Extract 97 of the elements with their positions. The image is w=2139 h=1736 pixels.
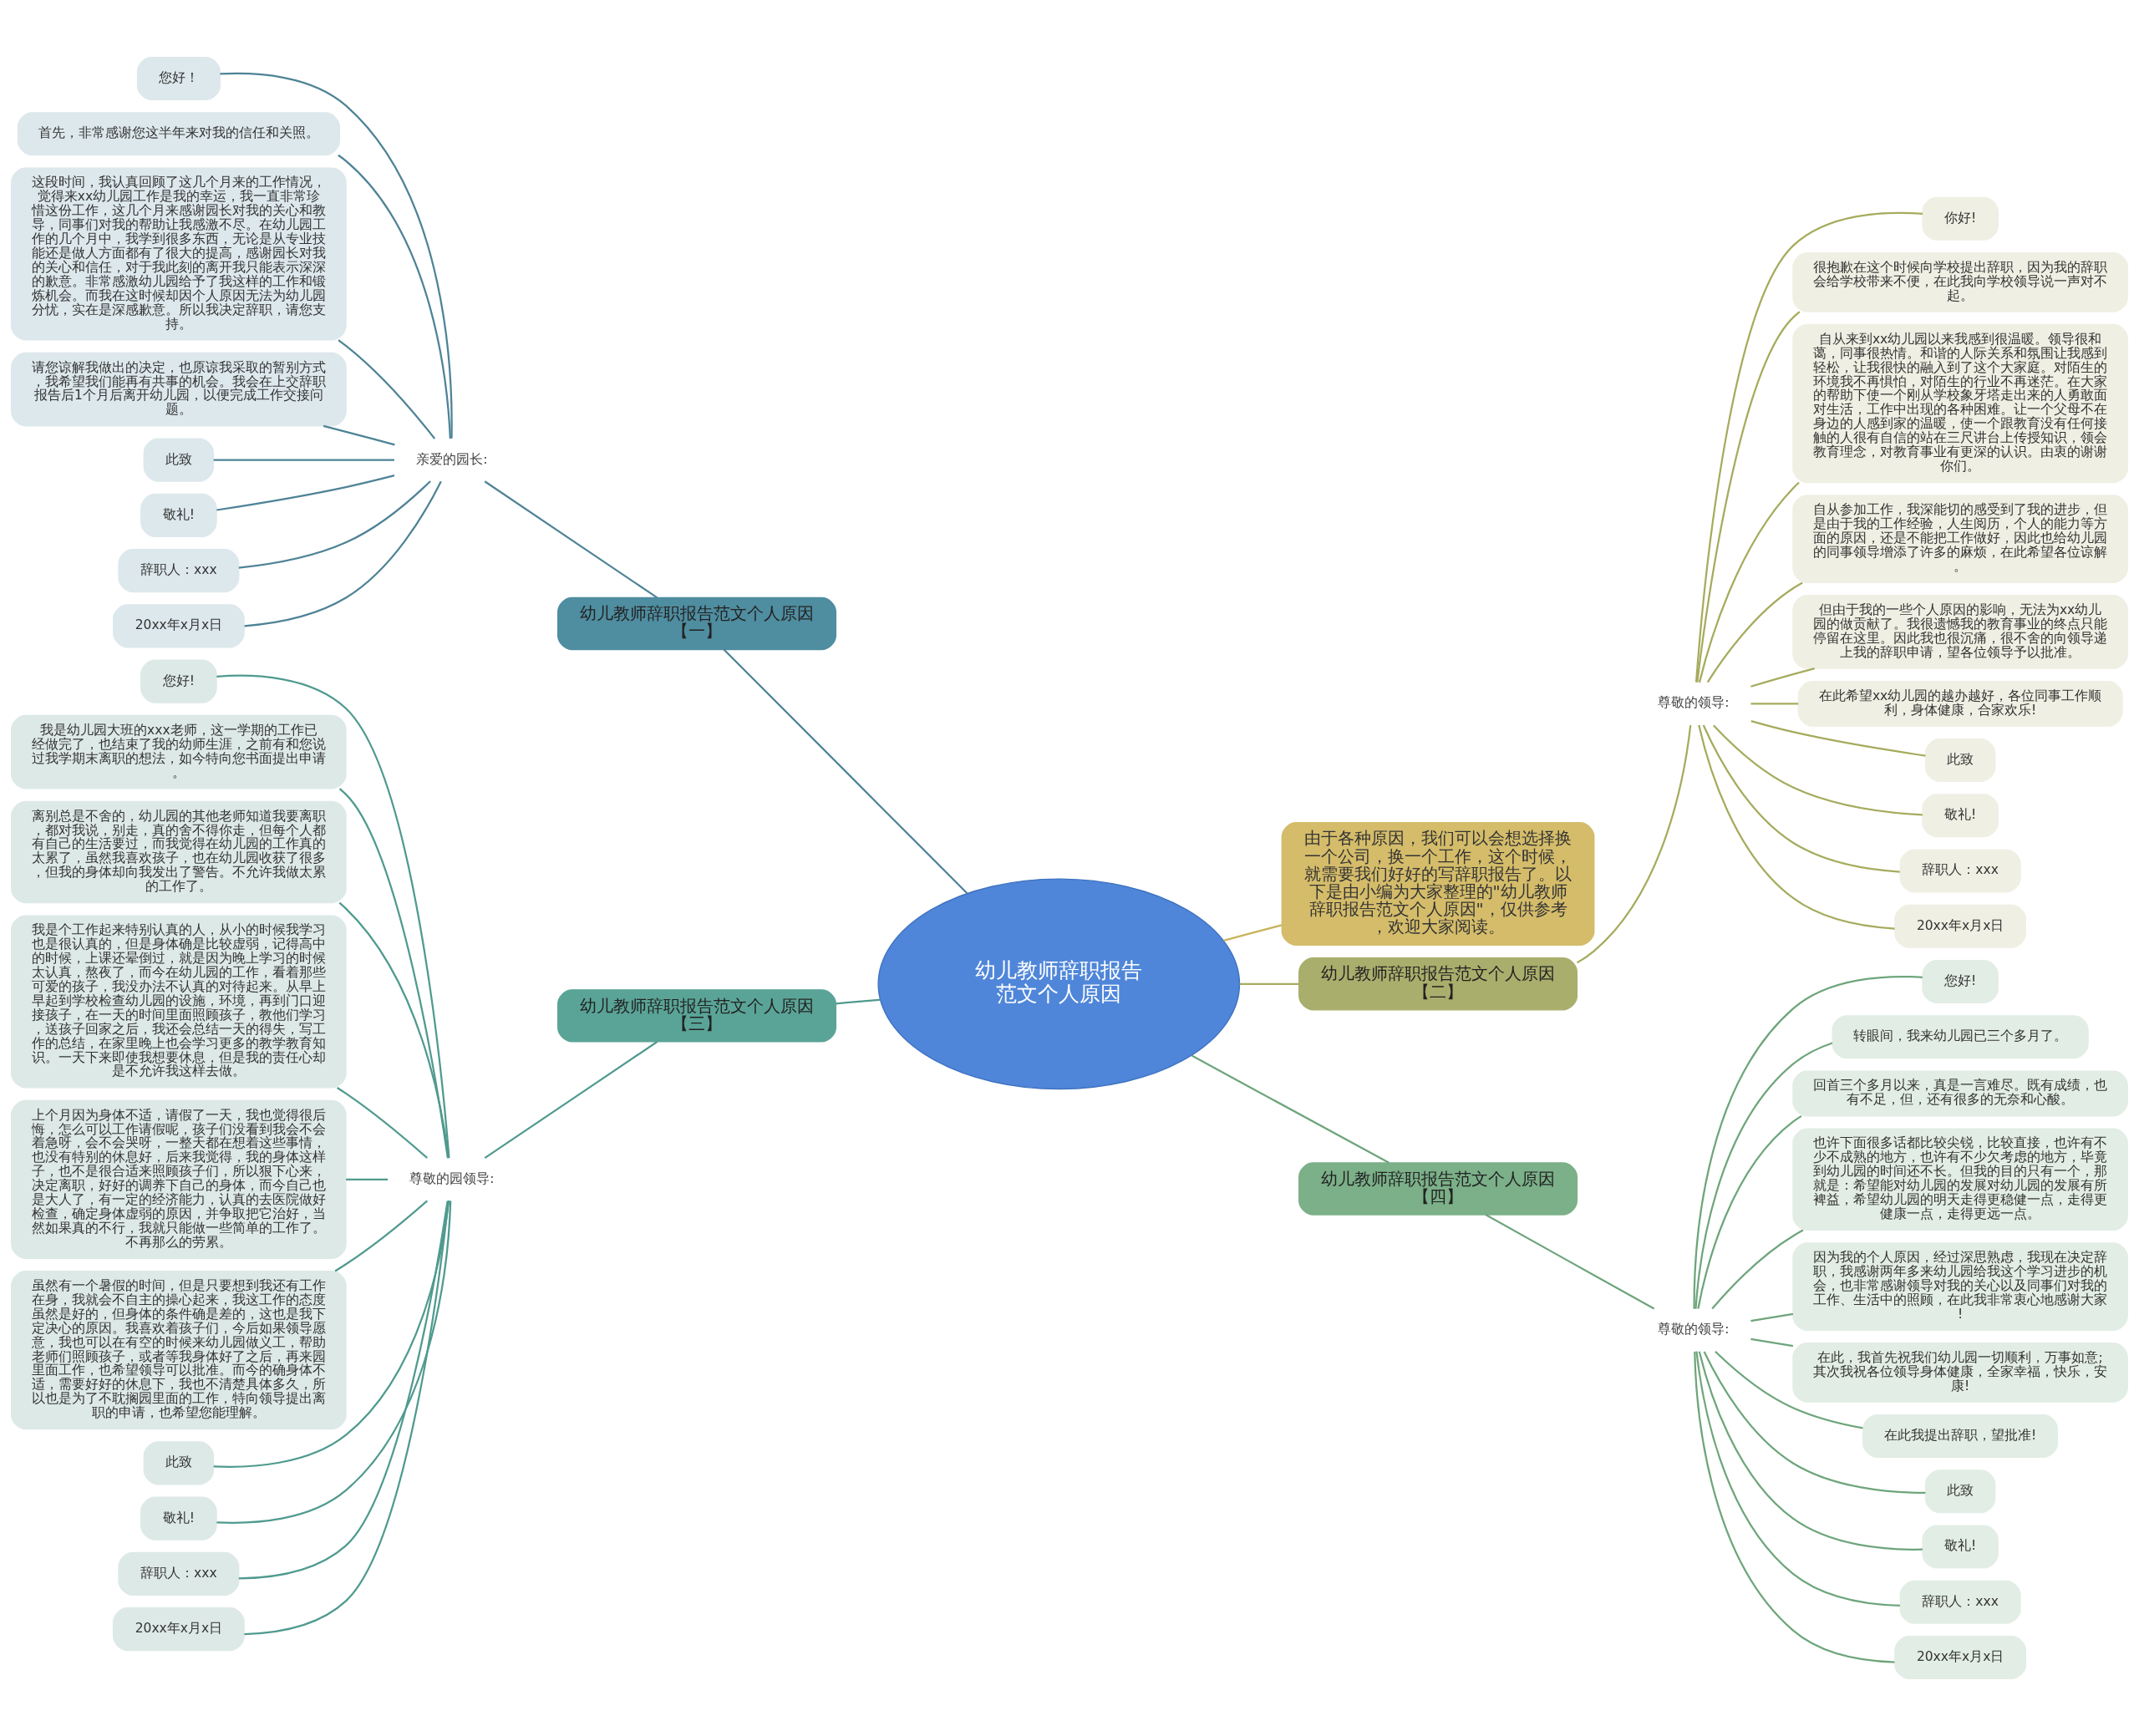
node-box: 此致 xyxy=(1924,738,1996,783)
node-box: 20xx年x月x日 xyxy=(1894,1635,2027,1680)
node-text: 尊敬的领导: xyxy=(1658,695,1730,711)
node-text: 尊敬的领导: xyxy=(1658,1322,1730,1338)
connector xyxy=(216,674,450,1159)
connector xyxy=(1698,724,1895,930)
node-box: 20xx年x月x日 xyxy=(112,604,245,648)
node-box: 自从来到xx幼儿园以来我感到很温暖。领导很和蔼，同事很热情。和谐的人际关系和氛围让我感到轻松，让我很快的融入到了这个大家庭。对陌生的环境我不再惧怕，对陌生的行业不再迷茫。在大家的帮助下使一个刚从学校象牙塔走出来的人勇敢面对生活，工作中出现的各种困难。让一个父母不在身边的人感到家的温暖，使一个跟教育没有任何接触的人很有自信的站在三尺讲台上传授知识，领会教育理念，对教育事业有更深的认识。由衷的谢谢你们。 xyxy=(1792,323,2128,484)
connector xyxy=(1239,982,1299,985)
node-text: 亲爱的园长: xyxy=(416,451,488,467)
connector xyxy=(1223,924,1283,942)
connector xyxy=(338,154,451,439)
node-box: 敬礼! xyxy=(1922,794,1999,838)
node-box: 你好! xyxy=(1922,196,1999,241)
connector xyxy=(1712,724,1923,816)
node-box: 您好! xyxy=(1922,959,1999,1004)
connector xyxy=(336,1087,428,1159)
node-box: 幼儿教师辞职报告范文个人原因【四】 xyxy=(1298,1162,1578,1216)
node-box: 敬礼! xyxy=(140,493,217,537)
connector xyxy=(220,72,453,439)
node-box: 辞职人：xxx xyxy=(118,549,240,593)
node-box: 我是幼儿园大班的xxx老师，这一学期的工作已经做完了，也结束了我的幼师生涯，之前有和您说过我学期末离职的想法，如今特向您书面提出申请。 xyxy=(11,714,347,789)
node-box: 首先，非常感谢您这半年来对我的信任和关照。 xyxy=(17,112,340,156)
node-box: 幼儿教师辞职报告范文个人原因【二】 xyxy=(1298,957,1578,1011)
connector xyxy=(484,1041,658,1160)
node-box: 我是个工作起来特别认真的人，从小的时候我学习也是很认真的，但是身体确是比较虚弱，记得高中的时候，上课还晕倒过，就是因为晚上学习的时候太认真，熬夜了，而今在幼儿园的工作，看着那些可爱的孩子，我没办法不认真的对待起来。从早上早起到学校检查幼儿园的设施，环境，再到门口迎接孩子，在一天的时间里面照顾孩子，教他们学习，送孩子回家之后，我还会总结一天的得失，写工作的总结，在家里晚上也会学习更多的教学教育知识。一天下来即使我想要休息，但是我的责任心却是不允许我这样去做。 xyxy=(11,915,347,1089)
connector xyxy=(836,998,881,1005)
node-ellipse: 幼儿教师辞职报告范文个人原因 xyxy=(877,878,1241,1090)
connector xyxy=(216,1200,452,1524)
connector xyxy=(1696,311,1801,683)
connector xyxy=(1715,1350,1863,1429)
node-box: 辞职人：xxx xyxy=(1899,1580,2021,1624)
node-box: 敬礼! xyxy=(140,1496,217,1541)
node-box: 由于各种原因，我们可以会想选择换一个公司，换一个工作，这个时候，就需要我们好好的写辞职报告了。以下是由小编为大家整理的"幼儿教师辞职报告范文个人原因"，仅供参考，欢迎大家阅读。 xyxy=(1281,822,1595,946)
connector xyxy=(1693,975,1923,1309)
connector xyxy=(244,480,442,627)
connector xyxy=(1694,211,1923,683)
connector xyxy=(213,459,394,461)
connector xyxy=(1485,1214,1655,1310)
connector xyxy=(1750,720,1926,757)
node-box: 这段时间，我认真回顾了这几个月来的工作情况，觉得来xx幼儿园工作是我的幸运，我一直非常珍惜这份工作，这几个月来感谢园长对我的关心和教导，同事们对我的帮助让我感激不尽。在幼儿园工作的几个月中，我学到很多东西，无论是从专业技能还是做人方面都有了很大的提高，感谢园长对我的关心和信任，对于我此刻的离开我只能表示深深的歉意。非常感激幼儿园给予了我这样的工作和锻炼机会。而我在这时候却因个人原因无法为幼儿园分忧，实在是深感歉意。所以我决定辞职，请您支持。 xyxy=(11,167,347,341)
connector xyxy=(323,424,395,446)
node-box: 回首三个多月以来，真是一言难尽。既有成绩，也有不足，但，还有很多的无奈和心酸。 xyxy=(1792,1070,2128,1117)
node-box: 因为我的个人原因，经过深思熟虑，我现在决定辞职，我感谢两年多来幼儿园给我这个学习进步的机会，也非常感谢领导对我的关心以及同事们对我的工作、生活中的照顾，在此我非常衷心地感谢大家! xyxy=(1792,1242,2128,1331)
connector xyxy=(484,480,658,599)
connector xyxy=(244,1200,450,1636)
node-box: 幼儿教师辞职报告范文个人原因【三】 xyxy=(557,989,837,1043)
node-box: 20xx年x月x日 xyxy=(112,1607,245,1652)
node-box: 幼儿教师辞职报告范文个人原因【一】 xyxy=(557,596,837,651)
connector xyxy=(1576,724,1692,964)
connector xyxy=(334,1200,429,1272)
connector xyxy=(1694,1042,1833,1309)
connector xyxy=(723,648,968,895)
connector xyxy=(238,480,431,569)
node-box: 20xx年x月x日 xyxy=(1894,904,2027,948)
node-text: 尊敬的园领导: xyxy=(409,1170,495,1186)
connector xyxy=(1750,1312,1794,1322)
node-box: 此致 xyxy=(143,438,215,482)
node-box: 辞职人：xxx xyxy=(1899,849,2021,893)
connector xyxy=(1750,1338,1794,1348)
node-box: 敬礼! xyxy=(1922,1525,1999,1569)
node-box: 在此，我首先祝我们幼儿园一切顺利，万事如意;其次我祝各位领导身体健康，全家幸福，快乐，安康! xyxy=(1792,1343,2128,1403)
node-box: 也许下面很多话都比较尖锐，比较直接，也许有不少不成熟的地方，也许有不少欠考虑的地方，毕竟到幼儿园的时间还不长。但我的目的只有一个，那就是：希望能对幼儿园的发展对幼儿园的发展有所裨益，希望幼儿园的明天走得更稳健一点，走得更健康一点，走得更远一点。 xyxy=(1792,1128,2128,1231)
node-box: 在此我提出辞职，望批准! xyxy=(1862,1414,2059,1459)
connector xyxy=(216,475,395,511)
node-box: 此致 xyxy=(143,1441,215,1485)
connector xyxy=(1694,1351,1895,1663)
node-box: 离别总是不舍的，幼儿园的其他老师知道我要离职，都对我说，别走，真的舍不得你走，但每个人都有自己的生活要过，而我觉得在幼儿园的工作真的太累了，虽然我喜欢孩子，也在幼儿园收获了很多，但我的身体却向我发出了警告。不允许我做太累的工作了。 xyxy=(11,800,347,904)
connector xyxy=(1750,667,1815,688)
node-box: 虽然有一个暑假的时间，但是只要想到我还有工作在身，我就会不自主的操心起来，我这工作的态度虽然是好的，但身体的条件确是差的，这也是我下定决心的原因。我喜欢着孩子们，今后如果领导愿意，我也可以在有空的时候来幼儿园做义工，帮助老师们照顾孩子，或者等我身体好了之后，再来园里面工作，也希望领导可以批准。而今的确身体不适，需要好好的休息下，我也不清楚具体多久，所以也是为了不耽搁园里面的工作，特向领导提出离职的申请，也希望您能理解。 xyxy=(11,1271,347,1430)
connector xyxy=(1698,481,1800,683)
connector xyxy=(1695,1351,1900,1607)
connector xyxy=(1711,1229,1804,1310)
connector xyxy=(338,901,450,1159)
node-box: 转眼间，我来幼儿园已三个多月了。 xyxy=(1832,1015,2089,1059)
connector xyxy=(1750,703,1799,705)
connector xyxy=(1191,1054,1390,1164)
connector xyxy=(1702,724,1900,873)
node-box: 自从参加工作，我深能切的感受到了我的进步，但是由于我的工作经验，人生阅历，个人的能力等方面的原因，还是不能把工作做好，因此也给幼儿园的同事领导增添了许多的麻烦，在此希望各位谅解。 xyxy=(1792,495,2128,583)
node-box: 请您谅解我做出的决定，也原谅我采取的暂别方式，我希望我们能再有共事的机会。我会在上交辞职报告后1个月后离开幼儿园，以便完成工作交接问题。 xyxy=(11,352,347,427)
node-box: 但由于我的一些个人原因的影响，无法为xx幼儿园的做贡献了。我很遗憾我的教育事业的终点只能停留在这里。因此我也很沉痛，很不舍的向领导递上我的辞职申请，望各位领导予以批准。 xyxy=(1792,595,2128,669)
connector xyxy=(338,788,449,1159)
node-box: 您好！ xyxy=(136,56,221,101)
connector xyxy=(1698,1351,1923,1551)
connector xyxy=(1706,581,1803,683)
connector xyxy=(1697,1114,1802,1309)
connector xyxy=(1703,1351,1926,1495)
node-box: 您好! xyxy=(140,659,217,703)
connector xyxy=(338,339,436,439)
node-box: 此致 xyxy=(1924,1470,1996,1514)
connector xyxy=(346,1178,389,1180)
connector xyxy=(238,1200,449,1580)
node-box: 在此希望xx幼儿园的越办越好，各位同事工作顺利，身体健康，合家欢乐! xyxy=(1797,680,2123,727)
node-box: 很抱歉在这个时候向学校提出辞职，因为我的辞职会给学校带来不便，在此我向学校领导说一声对不起。 xyxy=(1792,251,2128,312)
connector xyxy=(213,1200,450,1468)
node-box: 上个月因为身体不适，请假了一天，我也觉得很后悔，怎么可以工作请假呢，孩子们没看到我会不会着急呀，会不会哭呀，一整天都在想着这些事情，也没有特别的休息好，后来我觉得，我的身体这样子，也不是很合适来照顾孩子们，所以狠下心来，决定离职，好好的调养下自己的身体，而今自己也是大人了，有一定的经济能力，认真的去医院做好检查，确定身体虚弱的原因，并争取把它治好，当然如果真的不行，我就只能做一些简单的工作了。不再那么的劳累。 xyxy=(11,1099,347,1259)
node-box: 辞职人：xxx xyxy=(118,1551,240,1596)
